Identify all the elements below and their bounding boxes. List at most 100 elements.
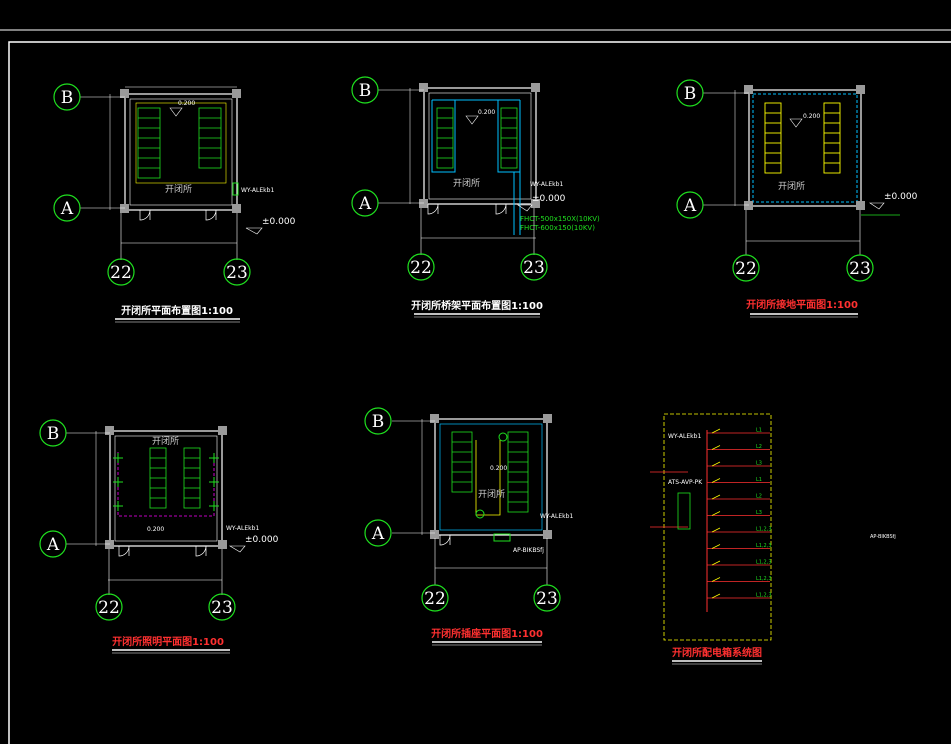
switchgear-row-left bbox=[149, 447, 167, 509]
phase-label: L1,2,3 bbox=[756, 593, 772, 599]
cable-tray-route bbox=[431, 99, 521, 235]
axis-bubble bbox=[407, 253, 435, 281]
axis-bubble bbox=[364, 407, 392, 435]
panel-label: WY-ALEkb1 bbox=[226, 525, 259, 532]
drawing-caption: 开闭所桥架平面布置图1:100 bbox=[411, 299, 543, 312]
elevation-mark bbox=[789, 118, 803, 128]
box-label: WY-ALEkb1 bbox=[668, 433, 701, 440]
axis-label-top: B bbox=[61, 88, 74, 108]
panel-label: WY-ALEkb1 bbox=[241, 187, 274, 194]
axis-bubble bbox=[208, 593, 236, 621]
room-label: 开闭所 bbox=[165, 183, 192, 195]
axis-label-top: B bbox=[684, 84, 697, 104]
motor-icon bbox=[498, 432, 508, 442]
room-walls-inner bbox=[129, 98, 233, 206]
axis-bubble bbox=[676, 79, 704, 107]
axis-bubble bbox=[351, 189, 379, 217]
axis-label-top: B bbox=[47, 424, 60, 444]
phase-label: L3 bbox=[756, 461, 762, 467]
light-fixtures bbox=[113, 453, 219, 511]
switchgear-row-right bbox=[823, 102, 841, 174]
panel-label: WY-ALEkb1 bbox=[540, 513, 573, 520]
column bbox=[105, 540, 114, 549]
column bbox=[120, 89, 129, 98]
room-label: 开闭所 bbox=[453, 177, 480, 189]
switchgear-row-left bbox=[137, 107, 161, 179]
door bbox=[427, 203, 439, 215]
panel-box bbox=[493, 533, 511, 542]
cable-trench bbox=[135, 102, 227, 184]
switchgear-row-left bbox=[436, 107, 454, 169]
column bbox=[430, 530, 439, 539]
column bbox=[543, 530, 552, 539]
room-walls bbox=[423, 87, 537, 205]
axis-label-right: 23 bbox=[536, 589, 558, 609]
axis-label-bottom: A bbox=[358, 194, 372, 214]
axis-label-bottom: A bbox=[683, 196, 697, 216]
breaker-symbol bbox=[711, 494, 721, 500]
plan-lighting: 开闭所 0.200 WY-ALEkb1 ±0.000 bbox=[39, 419, 279, 654]
phase-label: L2 bbox=[756, 444, 762, 450]
panel-label: WY-ALEkb1 bbox=[530, 181, 563, 188]
door bbox=[118, 545, 130, 557]
breaker-symbol bbox=[711, 461, 721, 467]
elevation-label: 0.200 bbox=[490, 465, 507, 472]
drawing-caption: 开闭所平面布置图1:100 bbox=[121, 304, 233, 317]
room-walls bbox=[434, 418, 548, 536]
column bbox=[105, 426, 114, 435]
phase-label: L2 bbox=[756, 494, 762, 500]
axis-label-right: 23 bbox=[523, 258, 545, 278]
column bbox=[232, 204, 241, 213]
level-label: ±0.000 bbox=[245, 535, 279, 545]
axis-label-top: B bbox=[359, 81, 372, 101]
level-mark bbox=[228, 545, 246, 553]
breaker-symbol bbox=[711, 527, 721, 533]
room-walls bbox=[124, 93, 238, 211]
axis-bubble bbox=[53, 83, 81, 111]
panel-box bbox=[232, 182, 239, 196]
axis-label-left: 22 bbox=[410, 258, 432, 278]
axis-bubble bbox=[39, 530, 67, 558]
motor-icon bbox=[475, 509, 485, 519]
axis-bubble bbox=[732, 254, 760, 282]
level-mark bbox=[245, 227, 263, 235]
axis-label-bottom: A bbox=[371, 524, 385, 544]
elevation-mark bbox=[169, 107, 183, 117]
axis-bubble bbox=[676, 191, 704, 219]
column bbox=[419, 199, 428, 208]
tray-label: FHCT-600x150(10KV) bbox=[520, 224, 595, 232]
drawing-frame bbox=[8, 41, 951, 744]
column bbox=[232, 89, 241, 98]
room-walls bbox=[109, 430, 223, 547]
ats-switch bbox=[677, 492, 691, 530]
axis-bubble bbox=[364, 519, 392, 547]
axis-label-bottom: A bbox=[60, 199, 74, 219]
axis-bubble bbox=[95, 593, 123, 621]
axis-bubble bbox=[39, 419, 67, 447]
axis-label-left: 22 bbox=[98, 598, 120, 618]
breaker-symbol bbox=[711, 428, 721, 434]
ats-label: ATS-AVP-PK bbox=[668, 479, 703, 486]
branch-circuits: L1L2L3L1L2L3L1,2,3L1,2,3L1,2,3L1,2,3L1,2… bbox=[707, 428, 772, 599]
phase-label: L1,2,3 bbox=[756, 576, 772, 582]
outlet-label: AP-BIKBSfj bbox=[870, 534, 896, 540]
switchgear-row-right bbox=[198, 107, 222, 169]
room-walls bbox=[748, 89, 862, 207]
breaker-symbol bbox=[711, 544, 721, 549]
room-walls-inner bbox=[114, 435, 218, 542]
switchgear-row-left bbox=[764, 102, 782, 174]
phase-label: L1 bbox=[756, 428, 762, 434]
breaker-symbol bbox=[711, 478, 721, 483]
column bbox=[531, 83, 540, 92]
axis-bubble bbox=[53, 194, 81, 222]
plan-layout: 0.200 开闭所 WY-ALEkb1 ±0.000 B A 22 23 开闭所… bbox=[53, 83, 296, 323]
system-diagram: WY-ALEkb1 ATS-AVP-PK L1L2L3L1L2L3L1,2,3L… bbox=[650, 413, 896, 665]
room-walls-inner bbox=[439, 423, 543, 531]
column bbox=[856, 85, 865, 94]
axis-label-left: 22 bbox=[424, 589, 446, 609]
column bbox=[430, 414, 439, 423]
axis-bubble bbox=[351, 76, 379, 104]
axis-bubble bbox=[846, 254, 874, 282]
switchgear-row-right bbox=[500, 107, 518, 169]
